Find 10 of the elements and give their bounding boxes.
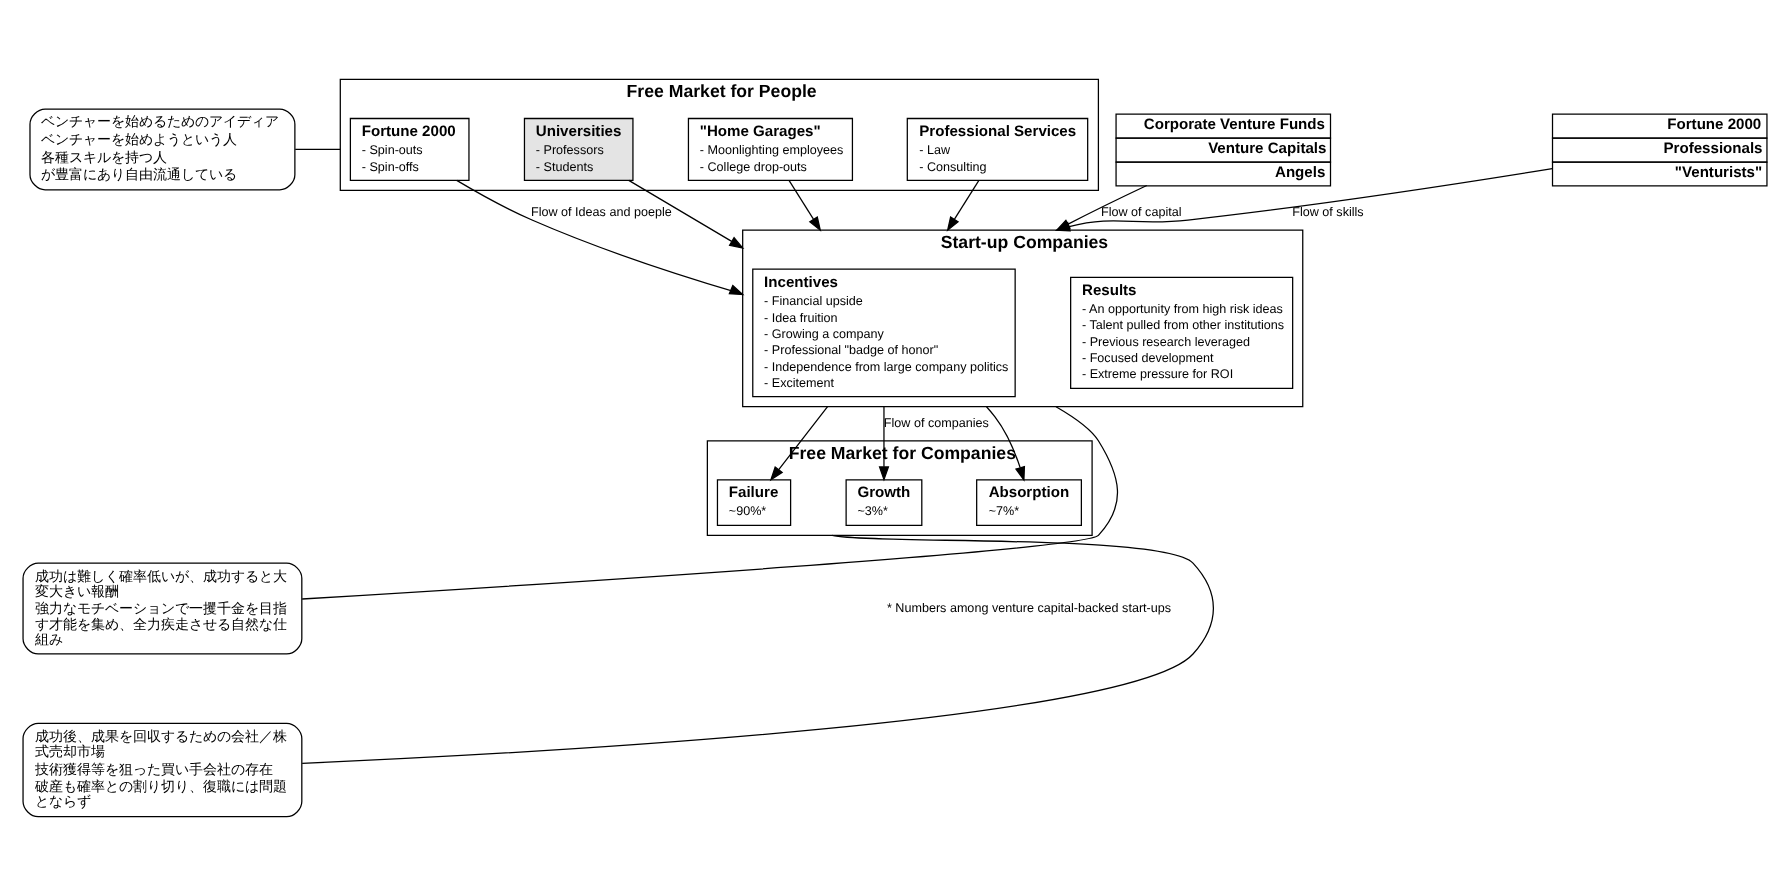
arrow (984, 405, 1025, 481)
arrow (768, 405, 828, 481)
arrow (627, 178, 744, 248)
arrow (787, 178, 821, 231)
arrow (877, 405, 889, 481)
arrow (455, 178, 744, 295)
connector (293, 147, 340, 150)
connector (300, 405, 1118, 599)
arrow (945, 178, 979, 231)
connector (300, 533, 1214, 763)
